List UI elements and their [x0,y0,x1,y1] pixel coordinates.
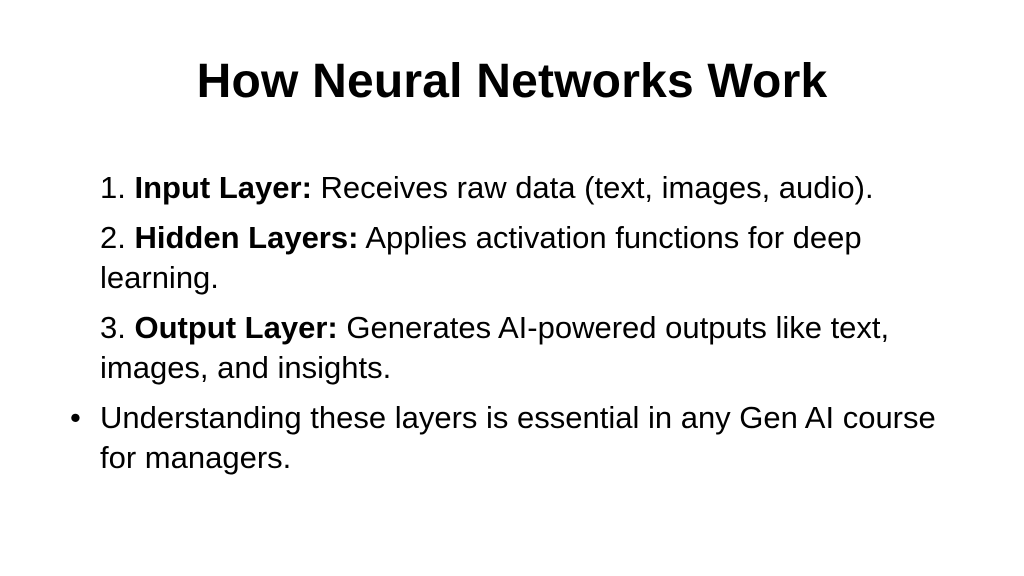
item-label: Output Layer: [134,310,338,345]
bullet-marker: • [70,400,81,435]
item-text: Receives raw data (text, images, audio). [320,170,874,205]
bullet-text: Understanding these layers is essential … [100,400,936,475]
item-text: Generates AI-powered outputs like text, … [100,310,890,385]
list-item-hidden-layers: 2. Hidden Layers: Applies activation fun… [100,218,980,298]
item-number: 1. [100,170,126,205]
item-text: Applies activation functions for deep le… [100,220,862,295]
item-number: 2. [100,220,126,255]
item-number: 3. [100,310,126,345]
list-item-input-layer: 1. Input Layer: Receives raw data (text,… [100,168,980,208]
item-label: Input Layer: [134,170,312,205]
slide-title: How Neural Networks Work [196,55,828,108]
item-label: Hidden Layers: [134,220,359,255]
list-item-output-layer: 3. Output Layer: Generates AI-powered ou… [100,308,980,388]
slide-content: 1. Input Layer: Receives raw data (text,… [70,168,980,478]
bullet-item-summary: • Understanding these layers is essentia… [70,398,980,478]
